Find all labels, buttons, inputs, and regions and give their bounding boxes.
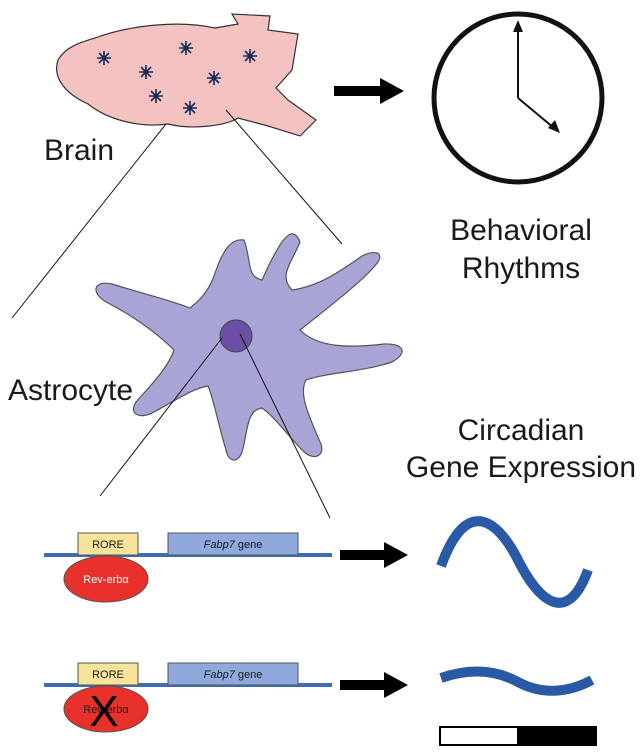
rore-box: [77, 532, 139, 556]
gene-box: [167, 532, 299, 556]
neuron-icon: [243, 49, 257, 63]
brain-label: Brain: [44, 134, 114, 167]
right-arrow-icon: [334, 78, 404, 104]
zoom-line-right: [225, 109, 343, 245]
repressor-label: Rev-erbα: [83, 704, 129, 716]
zoom-line-nucleus-right: [239, 333, 331, 519]
astrocyte-nucleus: [219, 319, 253, 353]
gene-box: [167, 662, 299, 686]
neuron-icon: [183, 101, 197, 115]
circadian-gene-expression-line2: Gene Expression: [406, 451, 636, 484]
rev-erb-repressor: [63, 555, 149, 603]
astrocyte-label: Astrocyte: [8, 374, 133, 407]
astrocyte: [95, 233, 403, 461]
neuron-icon: [207, 71, 221, 85]
zoom-line-nucleus-left: [99, 337, 223, 497]
circadian-gene-expression-line1: Circadian: [458, 414, 585, 447]
construct-bottom: RORE Fabp7 gene Rev-erbα X: [44, 662, 332, 736]
right-arrow-icon: [340, 672, 408, 698]
rev-erb-repressor: [63, 685, 149, 733]
rore-label: RORE: [92, 539, 124, 551]
circadian-wave-low-amplitude: [439, 666, 595, 696]
neuron-icon: [139, 65, 153, 79]
gene-label: Fabp7 gene: [204, 539, 263, 551]
astrocyte-body: [95, 233, 403, 461]
gene-label: Fabp7 gene: [204, 669, 263, 681]
light-phase: [439, 726, 519, 746]
rore-label: RORE: [92, 669, 124, 681]
light-dark-bar: [439, 726, 597, 746]
rore-box: [77, 662, 139, 686]
brain-outline: [56, 13, 317, 137]
clock-icon: [431, 11, 605, 185]
circadian-wave-high-amplitude: [436, 516, 593, 608]
knockout-x-mark: X: [89, 687, 118, 736]
construct-top: RORE Fabp7 gene Rev-erbα: [44, 532, 332, 603]
zoom-line-left: [11, 123, 167, 319]
repressor-label: Rev-erbα: [83, 574, 129, 586]
brain: [56, 13, 317, 137]
neuron-icon: [97, 51, 111, 65]
right-arrow-icon: [340, 542, 408, 568]
neuron-icon: [179, 41, 193, 55]
dark-phase: [517, 726, 597, 746]
neuron-icon: [149, 89, 163, 103]
behavioral-rhythms-line2: Rhythms: [462, 252, 580, 285]
behavioral-rhythms-line1: Behavioral: [450, 214, 592, 247]
